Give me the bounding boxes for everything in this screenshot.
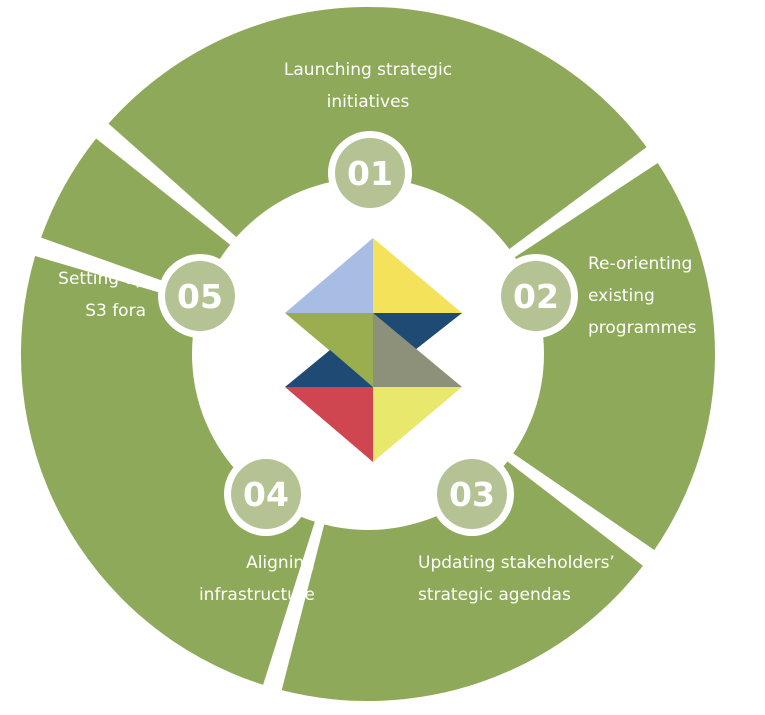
- segment-label-02-line-1: Re-orienting: [588, 254, 692, 274]
- badge-02: [501, 261, 571, 331]
- segment-label-02-line-3: programmes: [588, 318, 697, 338]
- segment-label-01-line-1: Launching strategic: [284, 60, 452, 80]
- segment-label-01-line-2: initiatives: [327, 92, 410, 112]
- badge-number-05: 05: [177, 277, 223, 316]
- segment-labels: Launching strategic initiativesRe-orienti…: [58, 60, 696, 605]
- segment-label-02-line-2: existing: [588, 286, 655, 306]
- badge-number-02: 02: [513, 277, 559, 316]
- logo-navy-top-triangle: [373, 313, 462, 350]
- badge-number-04: 04: [243, 475, 289, 514]
- logo-navy-bottom-triangle: [285, 350, 373, 387]
- s3-logo: [285, 238, 462, 462]
- logo-red-triangle: [285, 387, 373, 462]
- segment-label-05-line-1: Setting up: [58, 269, 146, 289]
- number-badges: 01 02 03 04 05: [158, 131, 578, 536]
- logo-yellow-triangle: [373, 238, 462, 313]
- segment-label-05-line-2: S3 fora: [85, 301, 146, 321]
- logo-grey-triangle: [373, 313, 462, 387]
- badge-04: [231, 459, 301, 529]
- segment-label-04-line-2: infrastructure: [199, 585, 315, 605]
- badge-01: [335, 138, 405, 208]
- logo-light-yellow-triangle: [373, 387, 462, 462]
- logo-light-blue-triangle: [285, 238, 373, 313]
- badge-number-01: 01: [347, 154, 393, 193]
- segment-label-04-line-1: Aligning: [246, 553, 315, 573]
- badge-number-03: 03: [449, 475, 495, 514]
- segment-label-03-line-2: strategic agendas: [418, 585, 571, 605]
- badge-05: [165, 261, 235, 331]
- badge-03: [437, 459, 507, 529]
- segment-label-03-line-1: Updating stakeholders’: [418, 553, 615, 573]
